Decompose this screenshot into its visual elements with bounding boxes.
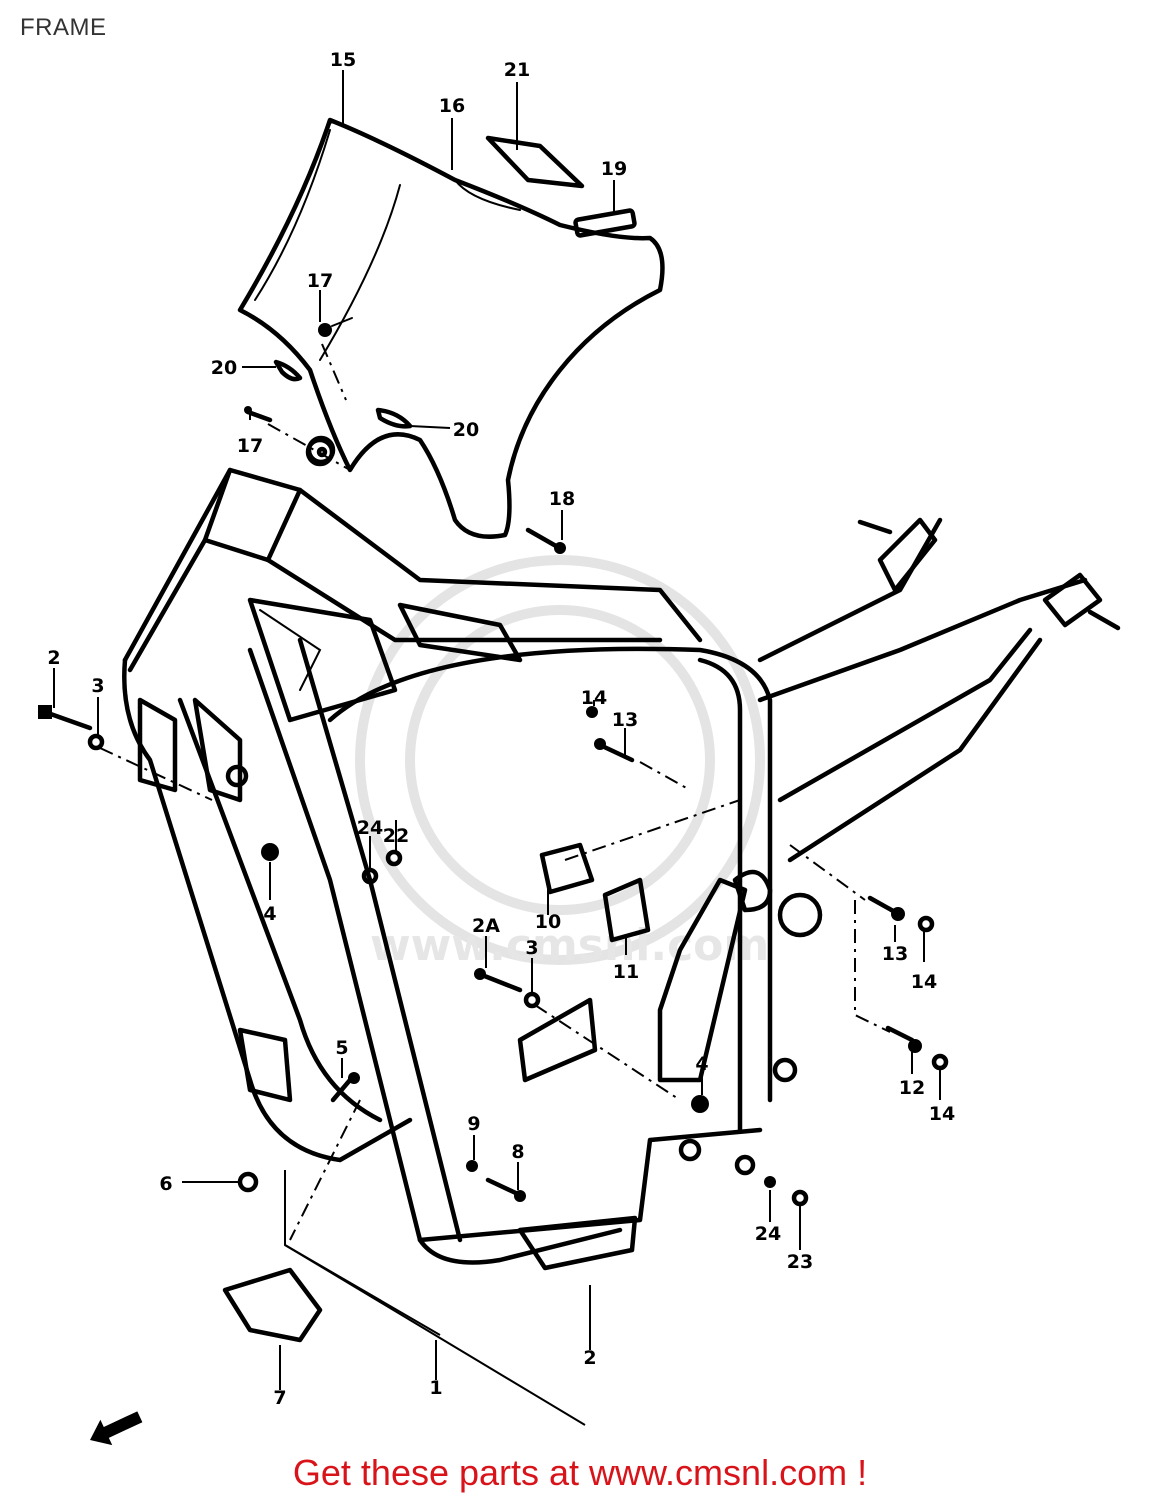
bolt-5 <box>330 1072 360 1103</box>
callout-18: 18 <box>549 488 575 510</box>
callout-4b: 4 <box>695 1053 708 1075</box>
washer-3b <box>523 991 541 1009</box>
bolt-17a <box>318 317 353 337</box>
callout-3a: 3 <box>91 675 104 697</box>
cmsnl-parts-link[interactable]: Get these parts at www.cmsnl.com ! <box>292 1452 868 1493</box>
callout-2b: 2 <box>583 1347 596 1369</box>
callout-3b: 3 <box>525 937 538 959</box>
callout-22: 22 <box>383 825 409 847</box>
washer-14b <box>917 915 935 933</box>
callout-23: 23 <box>787 1251 813 1273</box>
bolt-12 <box>885 1025 922 1053</box>
bolt-8 <box>485 1177 526 1202</box>
callout-7: 7 <box>273 1387 286 1409</box>
bolt-13a <box>594 738 635 763</box>
washer-14c <box>931 1053 949 1071</box>
callout-13a: 13 <box>612 709 638 731</box>
callout-14a: 14 <box>581 687 607 709</box>
bolt-13b <box>867 895 905 921</box>
callout-2A: 2A <box>472 915 500 937</box>
callout-14c: 14 <box>929 1103 955 1125</box>
cushion-19 <box>573 208 637 238</box>
washer-3a <box>87 733 105 751</box>
washer-24b <box>764 1176 776 1188</box>
watermark-text: www.cmsnl.com <box>370 920 769 971</box>
nut-4a <box>261 843 279 861</box>
callout-17a: 17 <box>307 270 333 292</box>
callout-16: 16 <box>439 95 465 117</box>
nut-4b <box>691 1095 709 1113</box>
callout-13b: 13 <box>882 943 908 965</box>
bolt-18 <box>525 527 566 554</box>
callout-21: 21 <box>504 59 530 81</box>
front-direction-arrow-icon <box>90 1411 143 1446</box>
callout-9: 9 <box>467 1113 480 1135</box>
main-frame <box>122 435 1121 1271</box>
callout-14b: 14 <box>911 971 937 993</box>
callout-20a: 20 <box>211 357 237 379</box>
callout-8: 8 <box>511 1141 524 1163</box>
side-cover <box>237 117 665 539</box>
washer-14a <box>586 706 598 718</box>
callout-2a: 2 <box>47 647 60 669</box>
cushion-21 <box>485 135 585 189</box>
callout-1: 1 <box>429 1377 442 1399</box>
bolt-2 <box>38 705 93 731</box>
callout-11: 11 <box>613 961 639 983</box>
nut-6 <box>237 1171 259 1193</box>
callout-4a: 4 <box>263 903 276 925</box>
callout-20b: 20 <box>453 419 479 441</box>
bracket-11 <box>602 877 651 943</box>
diagram-title: FRAME <box>20 14 107 41</box>
callout-5: 5 <box>335 1037 348 1059</box>
callout-24b: 24 <box>755 1223 781 1245</box>
callout-6: 6 <box>159 1173 172 1195</box>
callout-17b: 17 <box>237 435 263 457</box>
washer-9 <box>466 1160 478 1172</box>
bolt-22 <box>385 849 403 867</box>
callout-24a: 24 <box>357 817 383 839</box>
callout-15: 15 <box>330 49 356 71</box>
bracket-10 <box>539 842 595 895</box>
watermark: www.cmsnl.com <box>355 555 769 971</box>
callout-10: 10 <box>535 911 561 933</box>
grommet-20a <box>273 359 303 382</box>
bolt-2A <box>474 968 523 993</box>
callout-12: 12 <box>899 1077 925 1099</box>
grommet-20b <box>375 407 413 429</box>
bolt-23 <box>791 1189 809 1207</box>
bolt-17b <box>244 406 273 423</box>
callout-19: 19 <box>601 158 627 180</box>
bracket-7 <box>222 1267 323 1343</box>
